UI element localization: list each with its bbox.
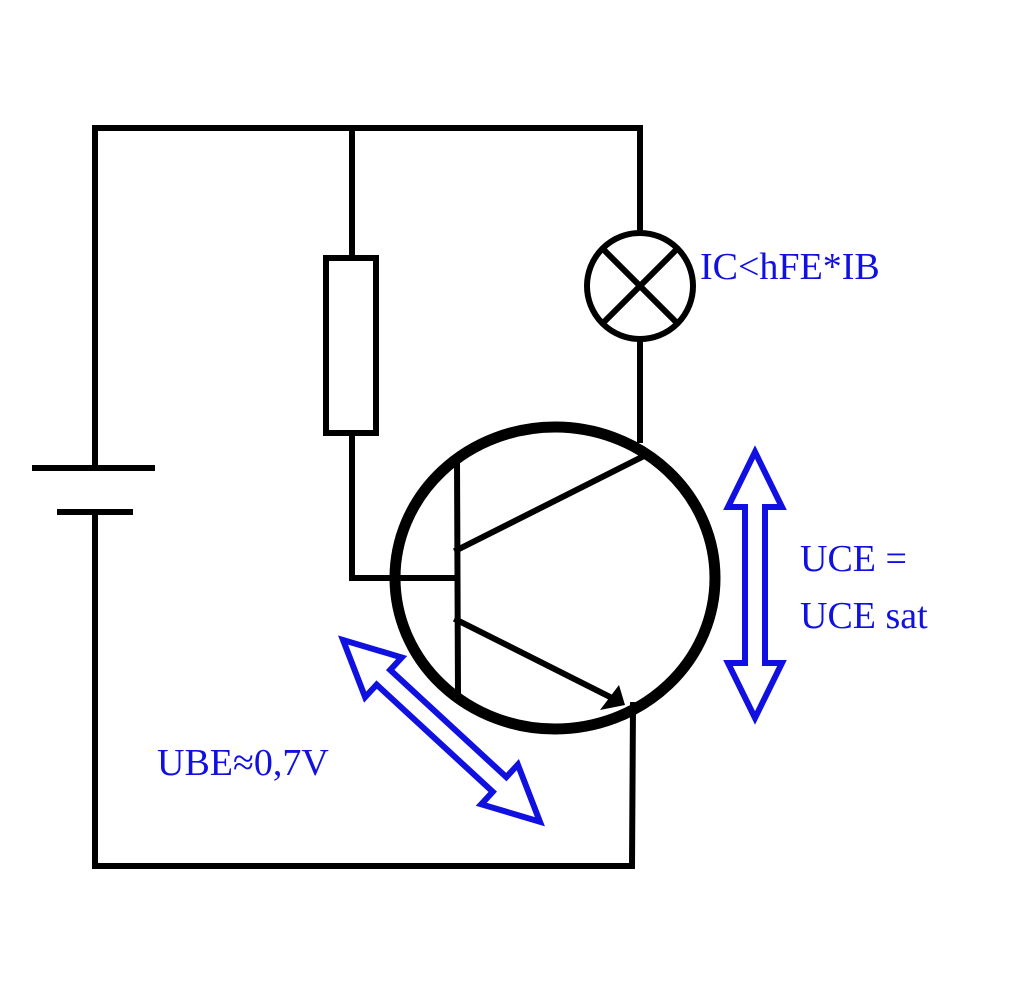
uce-double-arrow-icon (723, 445, 787, 725)
base-wire (349, 430, 460, 581)
uce-label-line1: UCE = (800, 538, 907, 580)
transistor-body (389, 421, 721, 735)
top-wire (92, 125, 643, 471)
collector-lead (452, 452, 647, 555)
emitter-arrow-head (600, 685, 625, 710)
uce-label-line2: UCE sat (800, 595, 928, 637)
collector-current-label: IC<hFE*IB (700, 246, 880, 288)
base-bar (453, 456, 462, 699)
bottom-wire (92, 509, 637, 869)
emitter-lead (452, 615, 617, 703)
resistor (323, 255, 379, 436)
lamp-cross-2 (598, 244, 682, 328)
ube-double-arrow-icon (337, 635, 545, 827)
ube-label: UBE≈0,7V (157, 742, 329, 784)
